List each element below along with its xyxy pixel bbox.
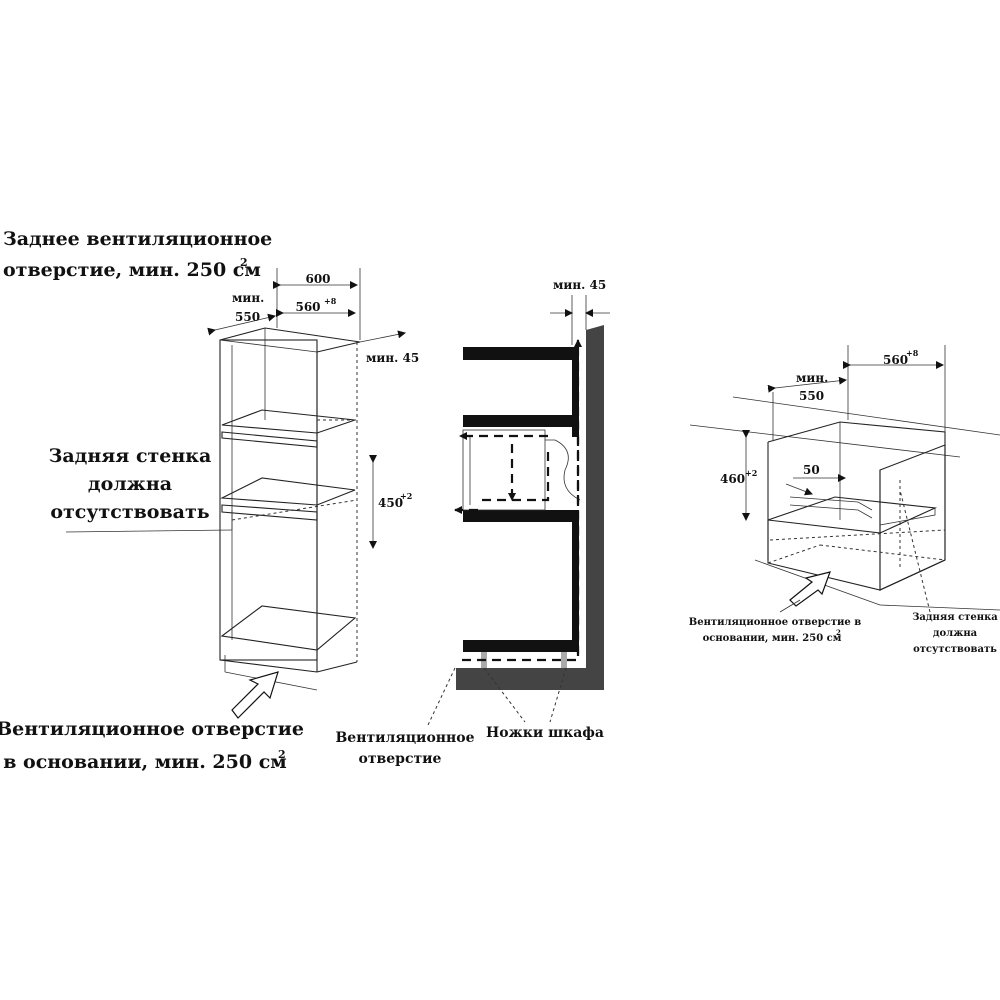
back-wall-text-line1: Задняя стенка	[49, 445, 212, 467]
right-back-wall-line2: должна	[933, 628, 978, 639]
dim-550: 550	[235, 310, 260, 324]
rear-vent-text-line2: отверстие, мин. 250 см	[3, 259, 261, 281]
wall	[456, 325, 604, 690]
rear-vent-superscript: 2	[240, 256, 248, 269]
back-wall-text-line3: отсутствовать	[50, 501, 209, 523]
dim-min-45: мин. 45	[366, 351, 419, 365]
middle-shelf	[219, 477, 356, 506]
dim-460-tolerance: +2	[745, 468, 757, 478]
section-vent-text-line1: Вентиляционное	[335, 730, 474, 746]
rear-vent-text-line1: Заднее вентиляционное	[3, 228, 272, 250]
oven-outline	[462, 429, 546, 511]
upper-shelf	[221, 409, 356, 434]
section-view-diagram: мин. 45	[427, 278, 610, 726]
dim-450-tolerance: +2	[400, 491, 412, 501]
bottom-shelf	[220, 605, 357, 651]
dim-50: 50	[803, 463, 820, 477]
base-vent-superscript: 2	[278, 748, 286, 761]
base-vent-arrow-icon	[231, 671, 279, 719]
dim-550-right: 550	[799, 389, 824, 403]
dim-460: 460	[720, 472, 745, 486]
base-vent-arrow-icon-right	[789, 571, 831, 607]
base-vent-text-line2: в основании, мин. 250 см	[3, 751, 287, 773]
undercounter-diagram: 560 +8 мин. 550 460 +2 50	[689, 345, 1000, 613]
cabinet-front	[219, 339, 318, 661]
dim-min-45-section: мин. 45	[553, 278, 606, 292]
right-vent-text-line1: Вентиляционное отверстие в	[689, 617, 862, 628]
tall-cabinet-diagram: 600 560 +8 мин. 550 мин. 45 450 +2	[65, 268, 419, 719]
upper-shelf-section	[463, 415, 578, 427]
dim-560-right: 560	[883, 353, 908, 367]
section-vent-text-line2: отверстие	[359, 751, 442, 767]
top-panel	[463, 347, 578, 360]
cabinet-legs-text: Ножки шкафа	[486, 725, 604, 741]
dim-min-label: мин.	[232, 291, 264, 305]
base-vent-text-line1: Вентиляционное отверстие	[0, 718, 304, 740]
dim-560-right-tolerance: +8	[906, 348, 919, 358]
right-vent-superscript: 2	[836, 628, 841, 637]
right-back-wall-line3: отсутствовать	[913, 644, 997, 655]
dim-450: 450	[378, 496, 403, 510]
dim-560-tolerance: +8	[324, 296, 337, 306]
right-vent-text-line2: основании, мин. 250 см	[703, 633, 842, 644]
right-back-wall-line1: Задняя стенка	[912, 612, 998, 623]
back-wall-text-line2: должна	[88, 473, 172, 495]
bottom-panel	[463, 640, 579, 652]
lower-shelf-section	[463, 510, 578, 522]
dim-600: 600	[305, 272, 330, 286]
dim-560: 560	[295, 300, 320, 314]
